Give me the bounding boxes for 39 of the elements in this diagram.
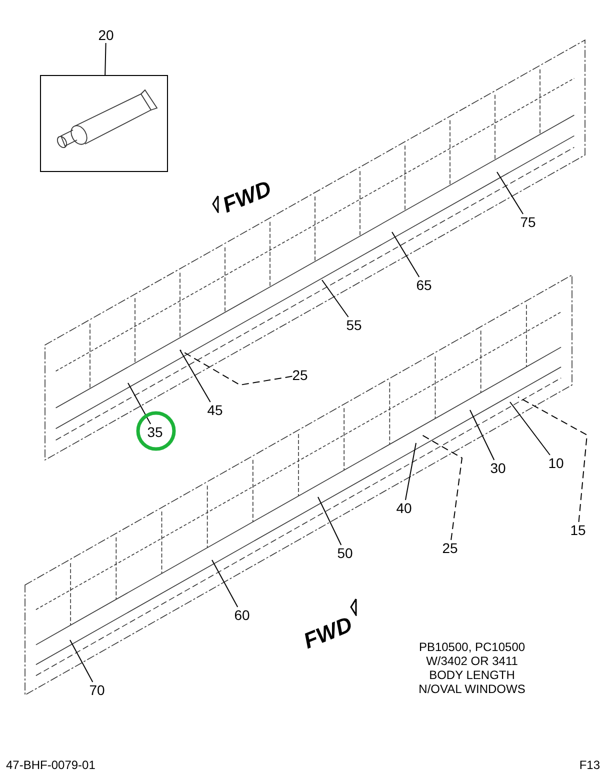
callout-number: 40 xyxy=(396,500,412,516)
note-text: PB10500, PC10500 xyxy=(418,640,526,654)
callout-number: 55 xyxy=(346,317,362,333)
note-text: W/3402 OR 3411 xyxy=(425,654,519,668)
callout-number: 10 xyxy=(548,455,564,471)
leader-line xyxy=(70,640,94,682)
callout-number: 25 xyxy=(292,367,308,383)
leader-line xyxy=(496,172,524,214)
note-text: N/OVAL WINDOWS xyxy=(418,682,526,696)
drawing-number: 47-BHF-0079-01 xyxy=(6,758,96,772)
leader-line xyxy=(180,350,211,402)
leader-line xyxy=(318,496,342,546)
direction-label: FWD xyxy=(300,613,356,653)
leader-line xyxy=(510,402,550,456)
callout-number: 35 xyxy=(147,424,163,440)
drawing-number: F13 xyxy=(579,758,600,772)
leader-line xyxy=(180,350,293,386)
callout-number: 70 xyxy=(89,682,105,698)
callout-number: 60 xyxy=(234,607,250,623)
callout-number: 75 xyxy=(520,214,536,230)
leader-line xyxy=(404,442,416,500)
direction-label: FWD xyxy=(220,177,274,217)
callout-number: 50 xyxy=(337,545,353,561)
callout-number: 25 xyxy=(442,540,458,556)
callout-number: 30 xyxy=(490,460,506,476)
note-text: BODY LENGTH xyxy=(428,668,516,682)
callout-number: 65 xyxy=(416,277,432,293)
callout-number: 20 xyxy=(98,27,114,43)
leader-line xyxy=(422,434,463,540)
leader-line xyxy=(392,232,420,278)
leader-line xyxy=(128,382,152,424)
leader-line xyxy=(518,396,588,522)
leader-line xyxy=(470,410,495,460)
leader-line xyxy=(104,42,106,76)
callout-number: 45 xyxy=(207,402,223,418)
callout-number: 15 xyxy=(570,522,586,538)
inset-frame xyxy=(40,75,168,172)
leader-line xyxy=(322,280,349,318)
leader-line xyxy=(212,560,238,608)
